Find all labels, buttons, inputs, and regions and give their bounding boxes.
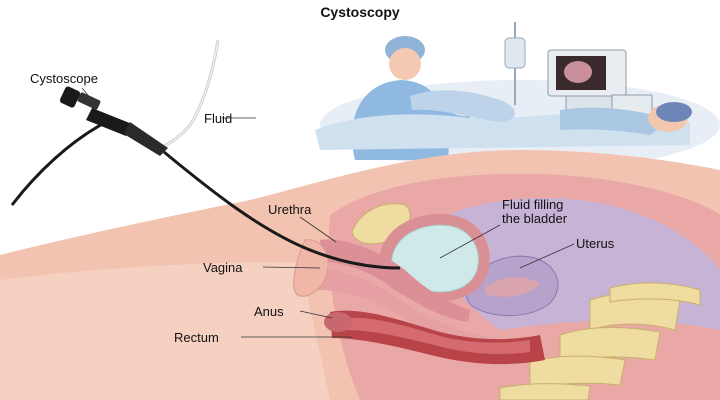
operating-room-scene [315,22,720,170]
label-uterus: Uterus [576,236,614,251]
label-rectum: Rectum [174,330,219,345]
label-cystoscope: Cystoscope [30,71,98,86]
label-fluid-filling-line1: Fluid filling [502,197,563,212]
label-urethra: Urethra [268,202,311,217]
label-fluid-filling-line2: the bladder [502,211,567,226]
label-fluid: Fluid [204,111,232,126]
label-vagina: Vagina [203,260,243,275]
fluid-tube [158,40,218,150]
diagram-title: Cystoscopy [0,4,720,20]
body-cross-section [0,150,720,400]
label-anus: Anus [254,304,284,319]
